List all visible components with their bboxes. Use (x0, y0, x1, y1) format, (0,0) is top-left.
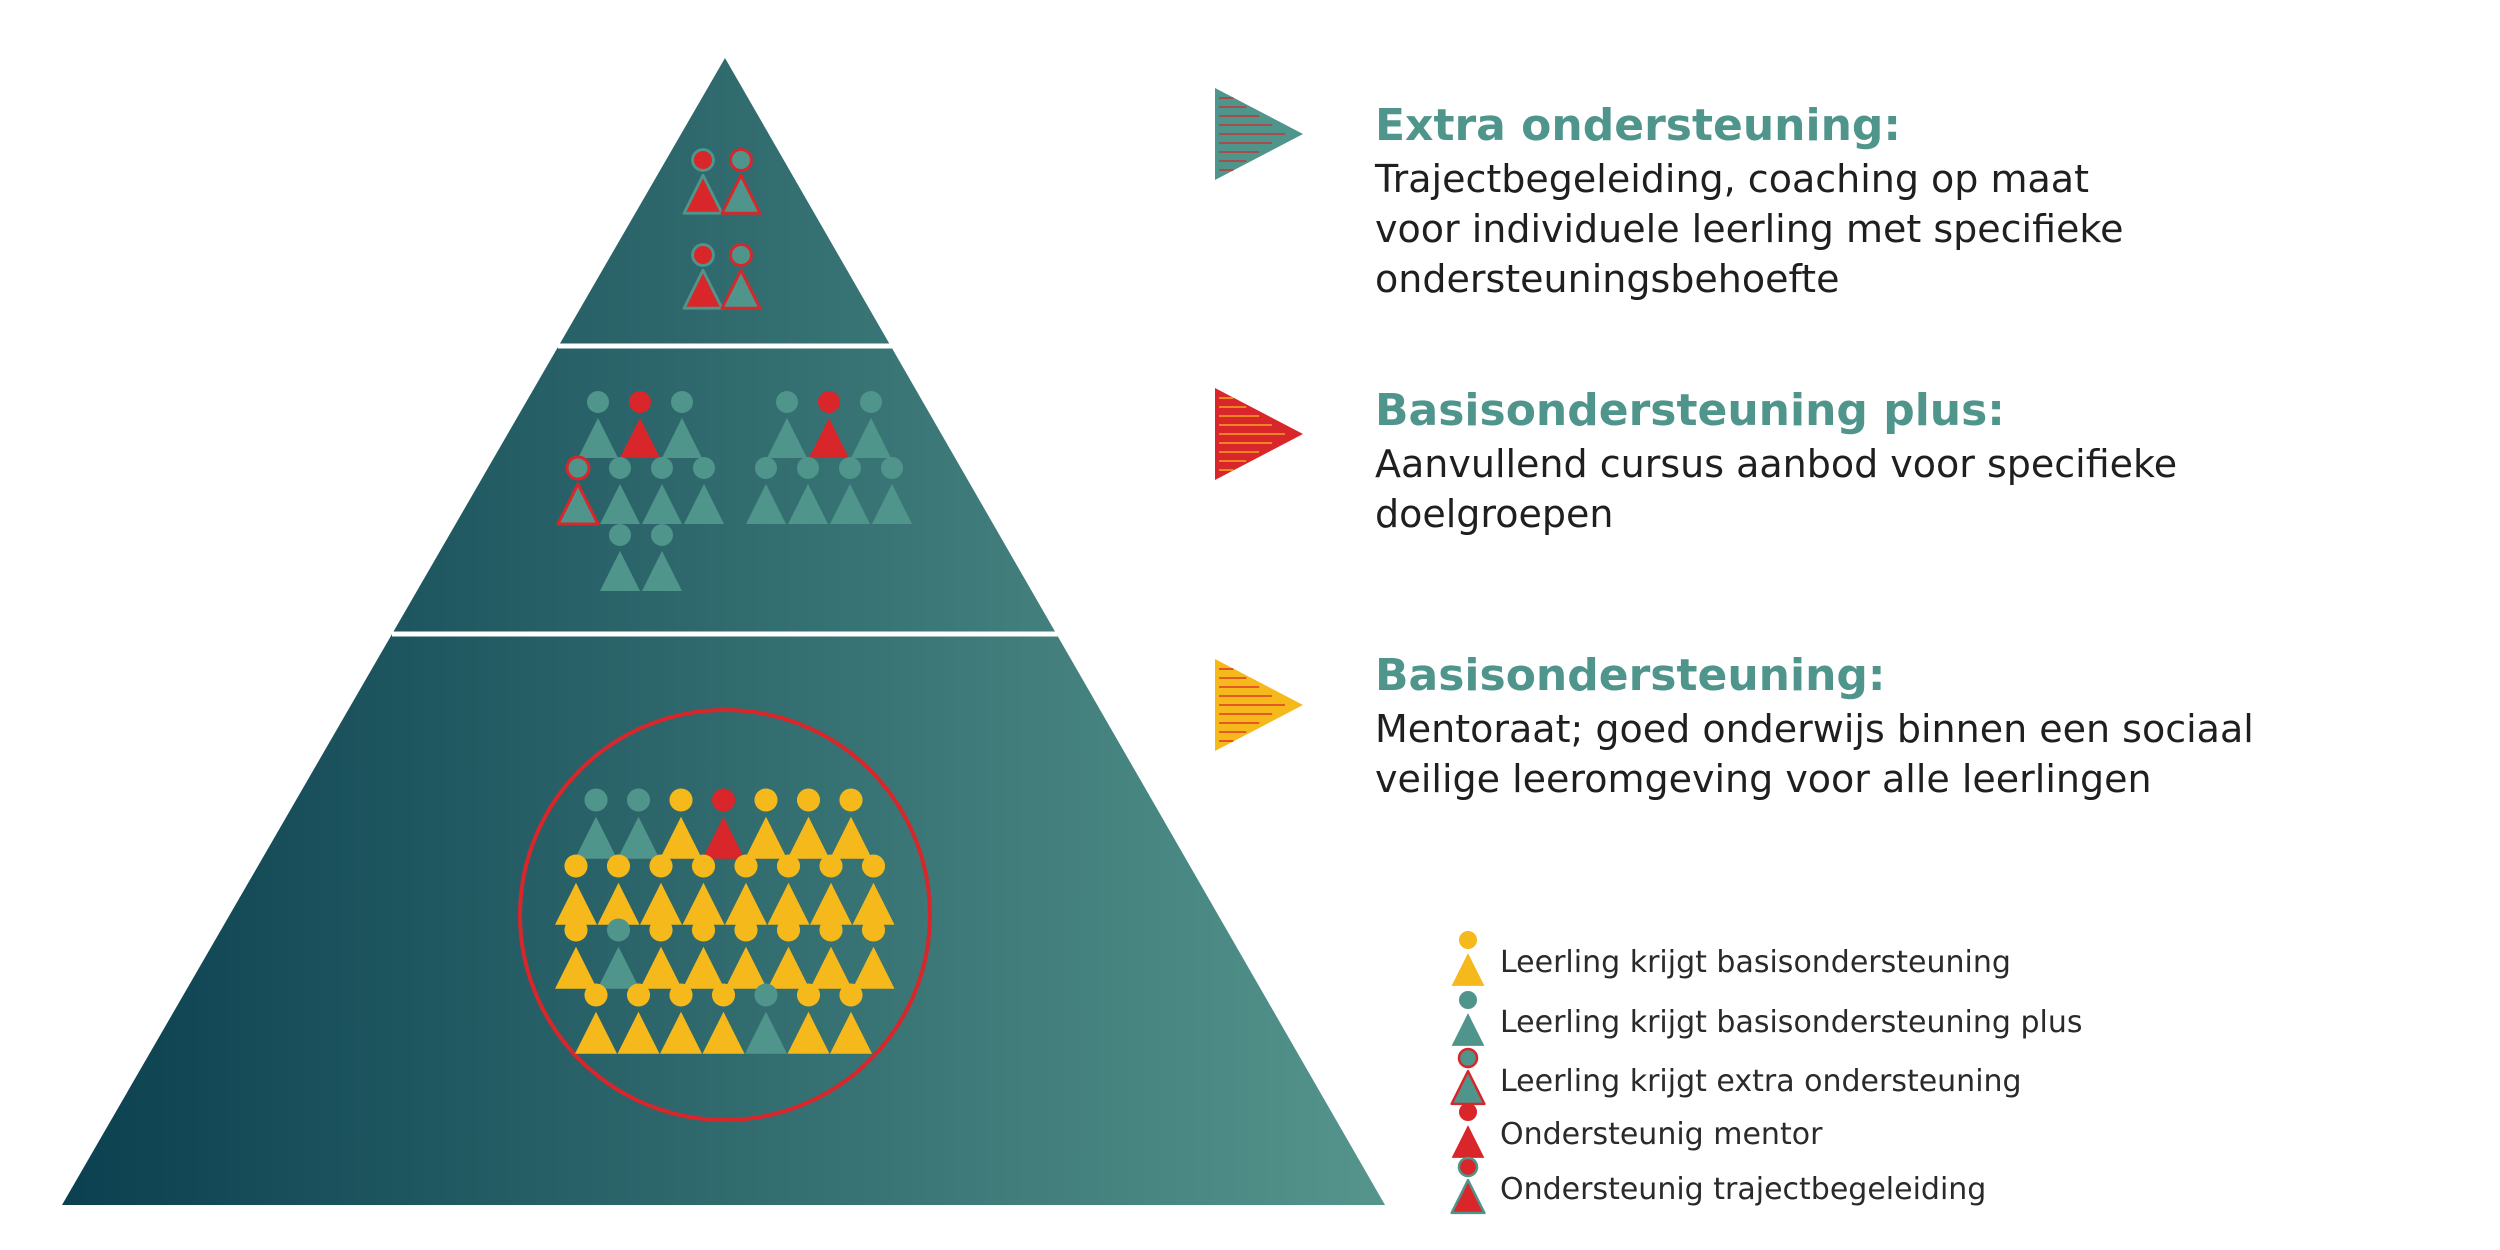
legend-label: Ondersteunig trajectbegeleiding (1500, 1172, 1986, 1207)
person-yellow-icon (830, 983, 872, 1054)
person-yellow-icon (702, 983, 745, 1054)
tier-line: Mentoraat; goed onderwijs binnen een soc… (1375, 707, 2254, 751)
person-teal-icon (746, 457, 786, 524)
person-yellow-icon (725, 854, 767, 925)
tier-line: voor individuele leerling met specifieke (1375, 207, 2123, 251)
person-teal-icon (830, 457, 870, 524)
person-teal-icon (642, 457, 682, 524)
person-teal-icon (1451, 990, 1485, 1046)
person-yellow-icon (660, 788, 702, 859)
tier-line: doelgroepen (1375, 492, 1613, 536)
people-group-plus-right (746, 391, 912, 524)
person-yellow-icon (617, 983, 660, 1054)
tier-line: Trajectbegeleiding, coaching op maat (1374, 157, 2089, 201)
legend-figure-red-icon (1451, 1102, 1485, 1158)
person-yellow-icon (852, 854, 895, 925)
person-yellow-icon (640, 854, 682, 925)
tier-marker-plus-icon (1215, 388, 1303, 480)
person-yellow-icon (830, 788, 872, 859)
person-red-outlined-icon (682, 243, 724, 310)
person-yellow-icon (767, 854, 810, 925)
person-teal-icon (617, 788, 660, 859)
legend-figure-yellow-icon (1451, 930, 1485, 986)
person-yellow-icon (555, 854, 597, 925)
person-yellow-icon (1451, 930, 1485, 986)
person-yellow-icon (682, 854, 725, 925)
person-red-icon (809, 391, 849, 458)
tier-basis: Basisondersteuning: Mentoraat; goed onde… (1215, 650, 2254, 801)
people-group-basis (555, 788, 895, 1054)
tier-title: Basisondersteuning: (1375, 650, 1886, 701)
tier-line: Aanvullend cursus aanbod voor specifieke (1375, 442, 2177, 486)
tier-line: ondersteuningsbehoefte (1375, 257, 1839, 301)
person-teal-icon (872, 457, 912, 524)
person-teal-icon (600, 524, 640, 591)
person-yellow-icon (660, 983, 702, 1054)
legend-label: Leerling krijgt extra ondersteuning (1500, 1064, 2022, 1099)
person-yellow-icon (640, 918, 682, 989)
person-red-icon (702, 788, 745, 859)
people-group-plus-left (556, 391, 724, 591)
legend-figure-teal-icon (1451, 990, 1485, 1046)
tier-plus: Basisondersteuning plus: Aanvullend curs… (1215, 385, 2177, 536)
person-red-outlined-icon (682, 148, 724, 215)
person-teal-outlined-icon (556, 455, 600, 526)
legend: Leerling krijgt basisondersteuning Leerl… (1450, 930, 2082, 1215)
person-teal-outlined-icon (720, 148, 762, 215)
person-teal-icon (851, 391, 891, 458)
tier-marker-basis-icon (1215, 659, 1303, 751)
tier-title: Extra ondersteuning: (1375, 100, 1901, 151)
person-yellow-icon (597, 854, 640, 925)
legend-label: Leerling krijgt basisondersteuning (1500, 945, 2011, 980)
legend-label: Leerling krijgt basisondersteuning plus (1500, 1005, 2082, 1040)
person-yellow-icon (745, 788, 787, 859)
person-teal-icon (745, 983, 787, 1054)
people-group-extra (682, 148, 762, 310)
person-yellow-icon (682, 918, 725, 989)
person-teal-icon (578, 391, 618, 458)
legend-label: Ondersteunig mentor (1500, 1117, 1823, 1152)
legend-figure-red-outlined-icon (1450, 1156, 1486, 1215)
legend-figure-teal-outlined-icon (1450, 1047, 1486, 1106)
person-red-icon (620, 391, 660, 458)
person-teal-icon (788, 457, 828, 524)
person-teal-icon (642, 524, 682, 591)
person-yellow-icon (575, 983, 617, 1054)
person-yellow-icon (810, 918, 852, 989)
person-yellow-icon (852, 918, 895, 989)
person-teal-icon (767, 391, 807, 458)
person-yellow-icon (787, 788, 830, 859)
person-yellow-icon (725, 918, 767, 989)
tier-line: veilige leeromgeving voor alle leerlinge… (1375, 757, 2152, 801)
tier-title: Basisondersteuning plus: (1375, 385, 2005, 436)
person-teal-icon (600, 457, 640, 524)
tier-extra: Extra ondersteuning: Trajectbegeleiding,… (1215, 88, 2123, 301)
person-teal-icon (597, 918, 640, 989)
person-red-outlined-icon (1450, 1156, 1486, 1215)
person-yellow-icon (555, 918, 597, 989)
person-yellow-icon (787, 983, 830, 1054)
pyramid (62, 58, 1385, 1205)
person-teal-icon (575, 788, 617, 859)
basis-group-circle (518, 708, 932, 1122)
tier-marker-extra-icon (1215, 88, 1303, 180)
person-red-icon (1451, 1102, 1485, 1158)
person-yellow-icon (810, 854, 852, 925)
person-teal-outlined-icon (1450, 1047, 1486, 1106)
person-yellow-icon (767, 918, 810, 989)
person-teal-outlined-icon (720, 243, 762, 310)
person-teal-icon (684, 457, 724, 524)
person-teal-icon (662, 391, 702, 458)
